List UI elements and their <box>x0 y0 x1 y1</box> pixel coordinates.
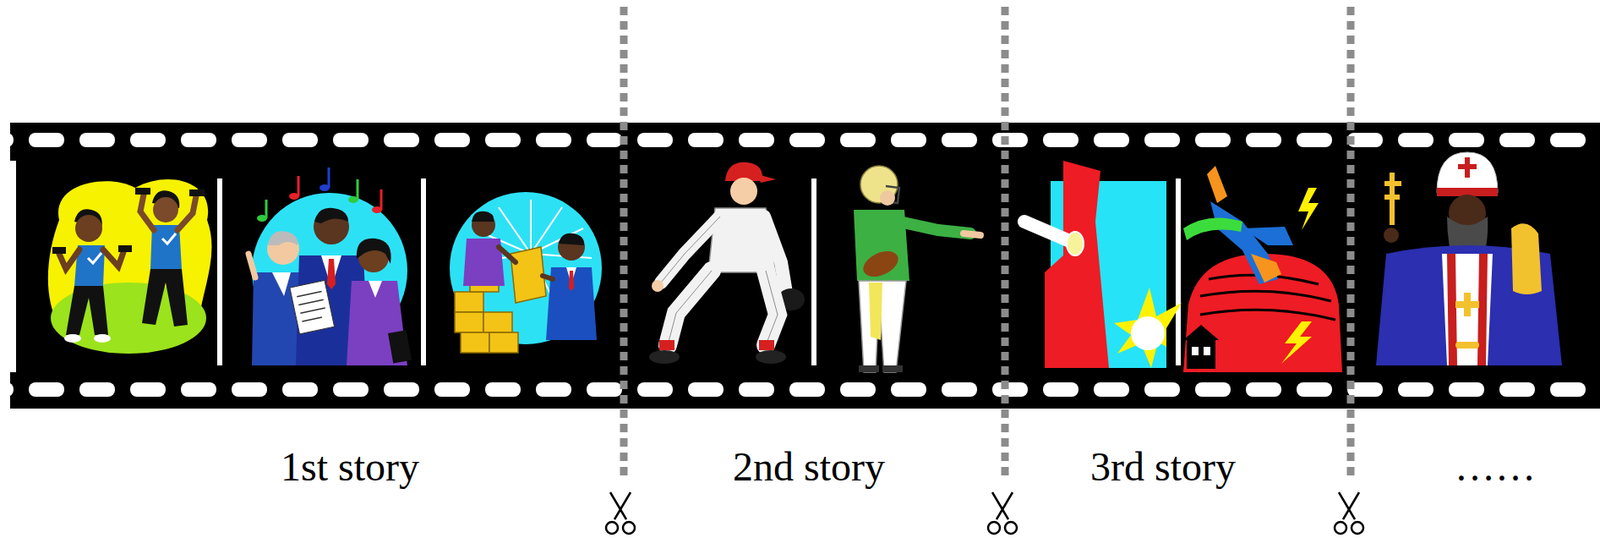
story-label: 3rd story <box>1090 446 1236 487</box>
exercise-clipart <box>48 179 213 354</box>
priest-clipart <box>1376 152 1562 366</box>
film-strip <box>10 122 1600 409</box>
story-label: …… <box>1454 446 1536 487</box>
football-player-clipart <box>853 165 981 372</box>
abstract-sun-clipart <box>1016 160 1182 368</box>
story-label: 2nd story <box>732 446 885 487</box>
disaster-clipart <box>1183 165 1343 372</box>
scissors-symbols <box>606 491 1364 534</box>
business-team-clipart <box>248 167 412 366</box>
baseball-player-clipart <box>649 162 805 364</box>
story-label: 1st story <box>280 446 420 487</box>
sprocket-holes <box>10 122 1600 409</box>
strip-edge <box>10 160 17 372</box>
cut-lines <box>623 6 1351 481</box>
teamwork-clipart <box>449 191 602 353</box>
